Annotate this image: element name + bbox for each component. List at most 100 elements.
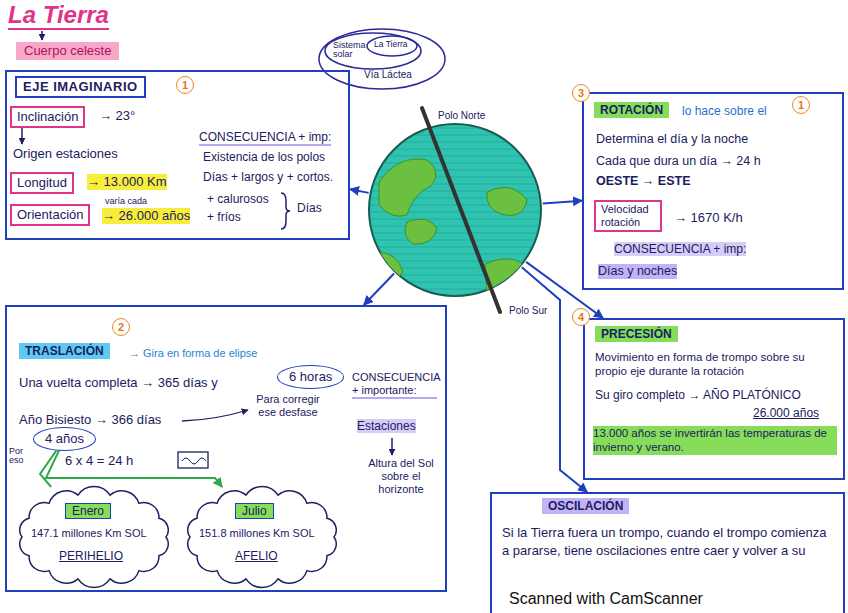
oval-box: 4 años <box>33 427 96 451</box>
node-text: Si la Tierra fuera un trompo, cuando el … <box>502 524 837 559</box>
node-text: 26.000 años <box>753 406 819 420</box>
ellipse-node: La Tierra <box>366 35 418 57</box>
node-text: ROTACIÓN <box>600 103 663 117</box>
ellipse-node: Sistema solar La Tierra <box>324 32 422 70</box>
leader-arrow <box>391 438 393 455</box>
node-text: → 13.000 Km <box>87 174 167 190</box>
leader-arrow <box>182 410 248 421</box>
node-text: Velocidad rotación <box>601 203 655 229</box>
callout-number: 2 <box>112 318 130 336</box>
node-text: PERIHELIO <box>59 549 123 563</box>
node-text: Orientación <box>17 207 83 223</box>
doodle <box>182 458 206 464</box>
node-text: 6 x 4 = 24 h <box>65 453 133 469</box>
node-text: EJE IMAGINARIO <box>23 79 138 95</box>
node-text: Días + largos y + cortos. <box>203 170 333 184</box>
node-text: 151.8 millones Km SOL <box>199 527 315 540</box>
node-text: → 23° <box>99 108 135 124</box>
topic-panel: → 23° Origen estaciones → 13.000 Km varía c… <box>5 70 350 240</box>
node-text: OSCILACIÓN <box>548 499 623 513</box>
cloud-node: Enero 147.1 millones Km SOL PERIHELIO <box>15 487 173 587</box>
node-text: varía cada <box>105 196 147 207</box>
globe-outline <box>367 122 543 298</box>
node-text: Origen estaciones <box>13 146 118 162</box>
note: Por eso <box>9 447 31 466</box>
doodle <box>178 452 208 468</box>
globe: Polo NortePolo Sur <box>367 122 543 298</box>
heading-band: PRECESIÓN <box>595 326 678 342</box>
brace <box>281 193 290 229</box>
node-text: Existencia de los polos <box>203 150 343 164</box>
callout-number: 4 <box>572 308 590 326</box>
connector <box>40 451 56 487</box>
connector <box>350 189 369 193</box>
ellipse-outline <box>325 33 421 69</box>
cloud-outline <box>188 487 337 588</box>
node-text: PRECESIÓN <box>601 327 672 341</box>
node-text: CONSECUENCIA + importante: <box>352 371 437 399</box>
heading-band: TRASLACIÓN <box>19 343 110 359</box>
node-text: 147.1 millones Km SOL <box>31 527 147 540</box>
node-text: Julio <box>235 503 274 519</box>
node-text: Cuerpo celeste <box>24 43 111 59</box>
node-text: Cada que dura un día → 24 h <box>596 154 761 169</box>
node-text: → 1670 K/h <box>674 210 743 226</box>
node-text: Movimiento en forma de trompo sobre su p… <box>595 350 835 379</box>
connector <box>522 267 587 492</box>
node-text: Estaciones <box>357 419 416 433</box>
earth-axis <box>422 108 500 312</box>
node-text: Para corregir ese desfase <box>252 393 324 418</box>
node-text: 6 horas <box>289 369 332 385</box>
node-text: CONSECUENCIA + imp: <box>199 130 331 146</box>
node-text: Longitud <box>17 175 67 191</box>
callout-number: 1 <box>792 96 810 114</box>
term-box: Velocidad rotación <box>594 200 662 232</box>
globe-hatching <box>367 128 543 296</box>
node-text: Sistema solar <box>333 41 367 59</box>
node-text: Una vuelta completa → 365 días y <box>19 375 218 391</box>
cloud-node: Julio 151.8 millones Km SOL AFELIO <box>183 487 341 587</box>
connector <box>543 201 582 204</box>
node-text: + fríos <box>207 210 241 224</box>
node-text: Días y noches <box>598 264 677 279</box>
node-text: Año Bisiesto → 366 días <box>19 412 161 428</box>
node-text: + calurosos <box>207 192 269 206</box>
topic-panel: Si la Tierra fuera un trompo, cuando el … <box>490 492 845 613</box>
node-text: Polo Sur <box>507 305 549 317</box>
node-text: Enero <box>65 503 111 519</box>
node-text: Vía Láctea <box>364 69 412 81</box>
node-text: 13.000 años se invertirán las temperatur… <box>593 426 837 455</box>
node-text: La Tierra <box>374 40 408 49</box>
connector <box>46 451 222 487</box>
topic-panel: → Gira en forma de elipseUna vuelta comp… <box>5 305 447 592</box>
oval-box: 6 horas <box>277 365 344 389</box>
globe-body <box>369 124 541 296</box>
cloud-outline <box>20 487 169 588</box>
node-text: CONSECUENCIA + imp: <box>614 242 746 256</box>
heading-band: ROTACIÓN <box>594 102 669 118</box>
node-text: Días <box>297 201 322 215</box>
topic-panel: Movimiento en forma de trompo sobre su p… <box>583 318 845 480</box>
title-arrow <box>41 31 43 40</box>
term-box: Longitud <box>10 172 74 194</box>
node-text: Polo Norte <box>436 110 487 122</box>
node-text: TRASLACIÓN <box>25 344 104 358</box>
watermark: Scanned with CamScanner <box>505 589 707 608</box>
node-text: → Gira en forma de elipse <box>129 347 257 360</box>
node-text: 4 años <box>45 431 84 447</box>
node-text: → 26.000 años <box>102 208 190 224</box>
node-text: Su giro completo → AÑO PLATÓNICO <box>595 388 801 402</box>
highlight-box: Cuerpo celeste <box>16 42 119 60</box>
node-text: OESTE → ESTE <box>596 174 690 189</box>
ellipse-outline <box>367 36 417 56</box>
node-text: lo hace sobre el <box>682 104 767 118</box>
term-box: Inclinación <box>10 106 85 128</box>
ellipse-outline <box>318 28 446 90</box>
node-text: AFELIO <box>235 549 278 563</box>
connector <box>364 273 394 305</box>
node-text: Altura del Sol sobre el horizonte <box>365 457 437 497</box>
ellipse-outline <box>319 29 445 89</box>
continents <box>377 159 527 296</box>
term-box: Orientación <box>10 204 90 226</box>
